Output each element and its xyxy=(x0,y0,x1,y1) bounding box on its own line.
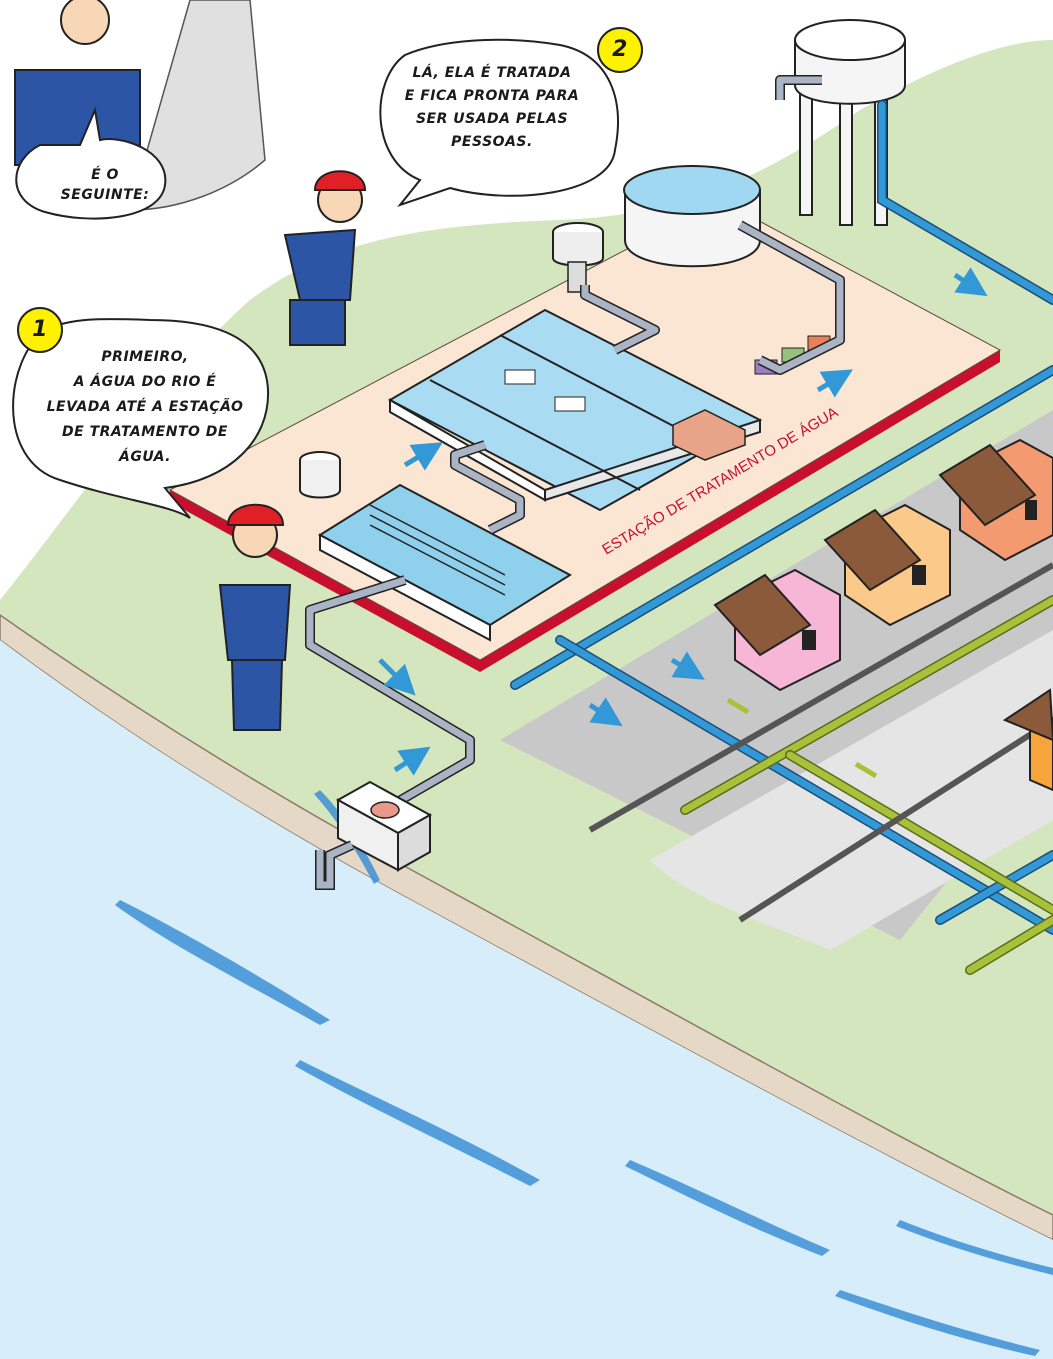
callout-badge-1-number: 1 xyxy=(25,316,55,344)
chemical-tank xyxy=(300,452,340,498)
callout-1-line-1: Primeiro, xyxy=(20,345,270,370)
callout-2-line-1: Lá, ela é tratada xyxy=(382,62,602,85)
callout-2-line-4: pessoas. xyxy=(382,131,602,154)
callout-1-line-3: levada até a estação xyxy=(20,395,270,420)
callout-2-text: Lá, ela é tratada e fica pronta para ser… xyxy=(382,62,602,154)
callout-1-line-4: de tratamento de xyxy=(20,420,270,445)
callout-1-text: Primeiro, a água do rio é levada até a e… xyxy=(20,345,270,470)
callout-2-line-2: e fica pronta para xyxy=(382,85,602,108)
intro-line-1: É o xyxy=(30,165,180,185)
intro-bubble-text: É o seguinte: xyxy=(30,165,180,205)
reservoir-tank xyxy=(624,166,760,266)
callout-1-line-5: água. xyxy=(20,445,270,470)
callout-badge-2-number: 2 xyxy=(605,36,635,64)
callout-1-line-2: a água do rio é xyxy=(20,370,270,395)
callout-2-line-3: ser usada pelas xyxy=(382,108,602,131)
intro-line-2: seguinte: xyxy=(30,185,180,205)
